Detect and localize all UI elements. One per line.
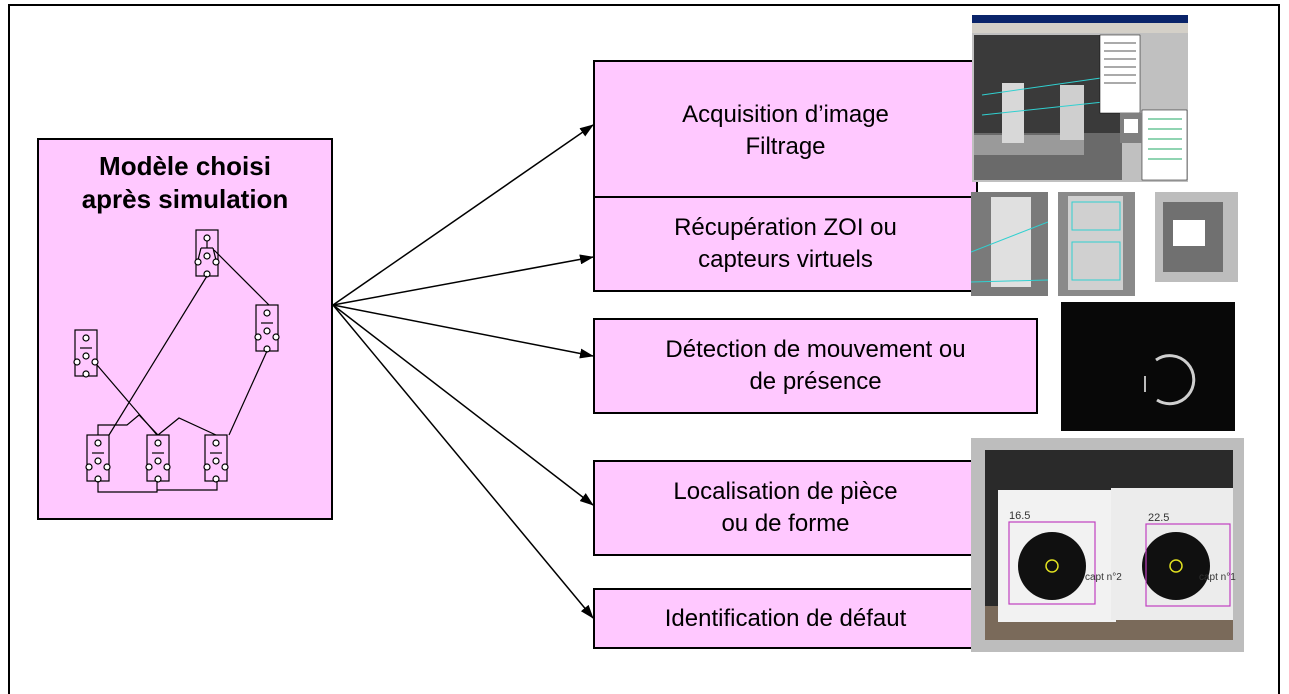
subnet-left xyxy=(73,329,99,378)
arrow-to-detection xyxy=(332,304,594,359)
loc-label-right: 22.5 xyxy=(1148,512,1170,524)
step-acquisition-line2: Filtrage xyxy=(745,132,826,160)
step-detection-line2: de présence xyxy=(749,368,882,395)
petri-net-graph xyxy=(73,229,280,493)
petri-net-arcs xyxy=(96,249,270,493)
arrow-to-localisation xyxy=(332,304,594,506)
subnet-right xyxy=(254,304,280,353)
loc-label-left: 16.5 xyxy=(1009,510,1031,522)
step-detection-line1: Détection de mouvement ou xyxy=(665,336,966,363)
subnet-bottom-3 xyxy=(203,434,229,483)
step-localisation-line1: Localisation de pièce xyxy=(673,478,898,505)
step-localisation-line2: ou de forme xyxy=(721,510,850,537)
model-title: Modèle choisi après simulation xyxy=(39,150,331,216)
model-title-line1: Modèle choisi xyxy=(99,151,271,181)
step-recuperation-line2: capteurs virtuels xyxy=(698,246,873,273)
photo-acquisition-software xyxy=(972,15,1188,182)
step-localisation: Localisation de pièce ou de forme xyxy=(593,460,978,556)
capt-label-right: capt n°1 xyxy=(1199,572,1236,583)
photo-detection xyxy=(1061,302,1235,431)
diagram-frame xyxy=(8,4,1280,694)
step-acquisition-line1: Acquisition d’image xyxy=(682,100,889,128)
step-identification: Identification de défaut xyxy=(593,588,978,649)
model-title-line2: après simulation xyxy=(81,184,289,214)
arrow-to-recuperation xyxy=(332,254,594,306)
arrow-to-acquisition xyxy=(332,124,594,306)
subnet-bottom-2 xyxy=(145,434,171,483)
step-identification-line1: Identification de défaut xyxy=(664,604,907,632)
step-acquisition: Acquisition d’image Filtrage xyxy=(593,60,978,201)
step-recuperation-line1: Récupération ZOI ou xyxy=(674,214,897,241)
model-box: Modèle choisi après simulation xyxy=(37,138,333,520)
photo-zoi-2 xyxy=(1058,192,1135,296)
step-recuperation: Récupération ZOI ou capteurs virtuels xyxy=(593,196,978,292)
photo-localisation: 16.5 22.5 capt n°2 capt n°1 xyxy=(971,438,1244,652)
photo-zoi-3 xyxy=(1155,192,1238,282)
photo-zoi-1 xyxy=(971,192,1048,296)
step-detection: Détection de mouvement ou de présence xyxy=(593,318,1038,414)
arrow-to-identification xyxy=(332,304,594,619)
capt-label-left: capt n°2 xyxy=(1085,572,1122,583)
